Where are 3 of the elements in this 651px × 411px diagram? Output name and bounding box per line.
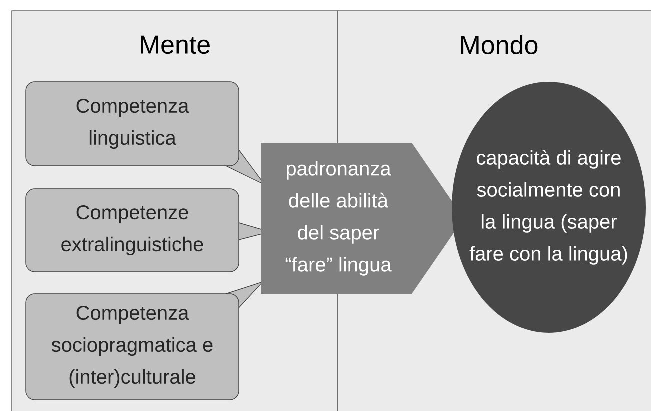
speech-bubble: Competenza linguistica [26, 82, 266, 186]
speech-bubble: Competenze extralinguistiche [26, 188, 272, 272]
speech-bubble: Competenza sociopragmatica e (inter)culturale [26, 281, 264, 400]
